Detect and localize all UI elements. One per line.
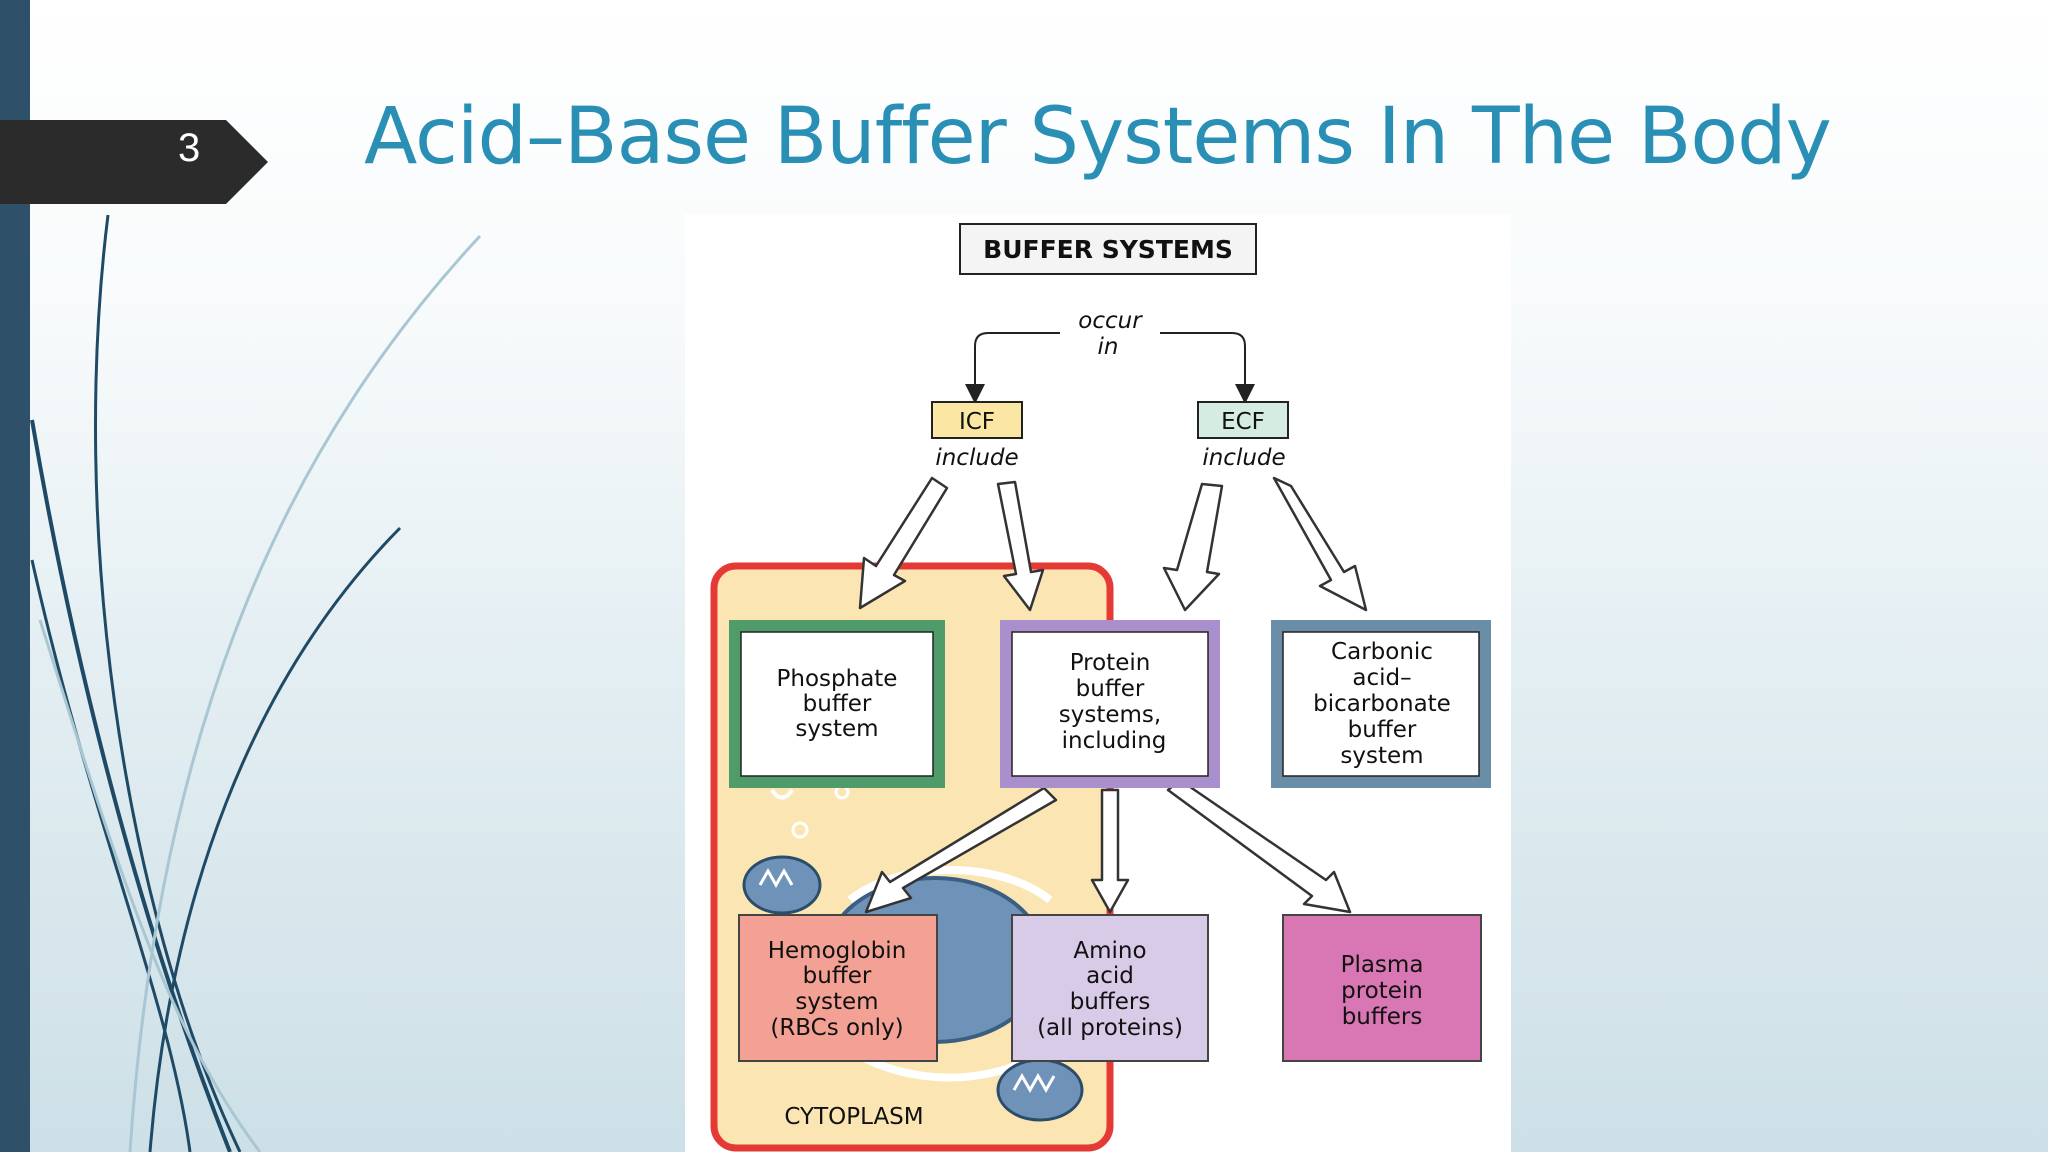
occur-label: occur (1078, 308, 1143, 334)
cytoplasm-label: CYTOPLASM (784, 1104, 923, 1130)
protein-line-4: including (1062, 728, 1167, 754)
arrow-to-ecf (1160, 332, 1255, 404)
hollow-arrows (858, 476, 1368, 914)
hemoglobin-box (738, 914, 938, 1062)
carbonic-line-4: buffer (1348, 717, 1417, 743)
plasma-line-2: protein (1341, 978, 1423, 1004)
slide-number: 3 (178, 126, 201, 170)
hemoglobin-line-3: system (795, 989, 878, 1015)
amino-line-3: buffers (1070, 989, 1151, 1015)
hemoglobin-line-2: buffer (803, 963, 872, 989)
protein-line-1: Protein (1070, 650, 1151, 676)
ecf-label: ECF (1221, 409, 1265, 435)
amino-line-2: acid (1086, 963, 1134, 989)
phosphate-line-3: system (795, 716, 878, 742)
carbonic-line-3: bicarbonate (1313, 691, 1451, 717)
plasma-box (1282, 914, 1482, 1062)
icf-include-label: include (935, 445, 1018, 471)
phosphate-line-2: buffer (803, 691, 872, 717)
amino-line-1: Amino (1073, 938, 1146, 964)
protein-box-inner (1011, 631, 1209, 777)
ecf-box (1197, 401, 1289, 439)
in-label: in (1098, 334, 1119, 360)
amino-box (1011, 914, 1209, 1062)
icf-label: ICF (959, 409, 995, 435)
protein-line-2: buffer (1076, 676, 1145, 702)
carbonic-box-inner (1282, 631, 1480, 777)
carbonic-line-1: Carbonic (1331, 639, 1433, 665)
slide-number-tab (0, 120, 268, 204)
decorative-curves (30, 214, 482, 1152)
buffer-systems-label: BUFFER SYSTEMS (983, 235, 1233, 264)
amino-line-4: (all proteins) (1037, 1015, 1183, 1041)
buffer-systems-box (959, 223, 1257, 275)
ecf-include-label: include (1202, 445, 1285, 471)
slide-title: Acid–Base Buffer Systems In The Body (364, 92, 1832, 182)
arrow-to-icf (965, 332, 1060, 404)
carbonic-line-5: system (1340, 743, 1423, 769)
phosphate-box-inner (740, 631, 934, 777)
hemoglobin-line-4: (RBCs only) (770, 1015, 903, 1041)
carbonic-line-2: acid– (1352, 665, 1411, 691)
icf-box (931, 401, 1023, 439)
plasma-line-3: buffers (1342, 1004, 1423, 1030)
phosphate-line-1: Phosphate (777, 666, 898, 692)
hemoglobin-line-1: Hemoglobin (768, 938, 907, 964)
plasma-line-1: Plasma (1341, 952, 1424, 978)
protein-line-3: systems, (1059, 702, 1161, 728)
